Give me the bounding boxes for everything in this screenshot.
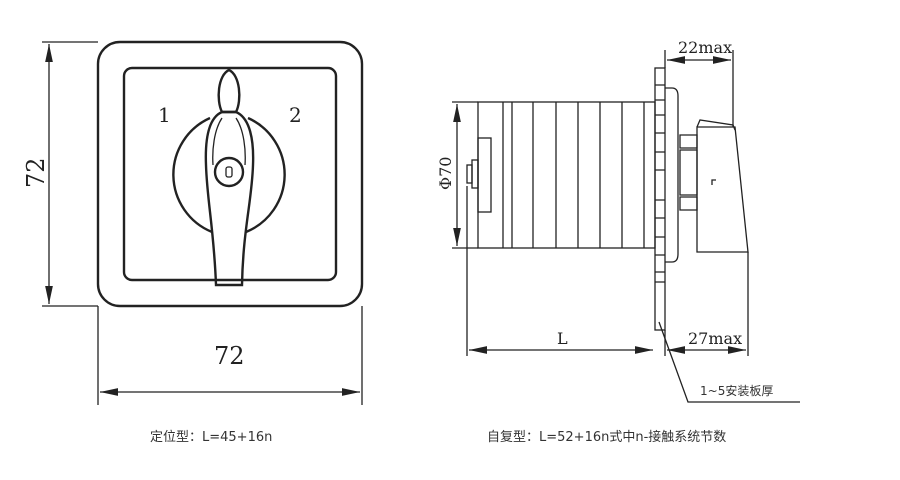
lock-ring (213, 156, 245, 188)
dial-disc (172, 116, 286, 234)
keyhole-icon (225, 166, 233, 178)
panel-flange (654, 67, 666, 331)
width-dim-label: 72 (214, 342, 245, 370)
contact-stack (477, 101, 656, 249)
handle (204, 110, 255, 287)
handle-tip (217, 68, 241, 114)
panel-leader-line (658, 321, 800, 403)
inner-plate (122, 66, 338, 282)
side-caption: 自复型：L=52+16n式中n-接触系统节数 (487, 430, 727, 445)
height-dim-label: 72 (22, 157, 50, 188)
front-caption: 定位型：L=45+16n (150, 430, 273, 445)
panel-thickness-note: 1~5安装板厚 (700, 383, 773, 398)
front-view: 1 2 72 72 (22, 40, 364, 405)
front-depth-label: 22max (678, 38, 732, 57)
outer-bezel (96, 40, 364, 308)
length-dim-label: L (557, 329, 568, 348)
position-1-label: 1 (158, 103, 171, 127)
rear-depth-label: 27max (688, 329, 742, 348)
side-view: Φ70 L 27max 22max 1~5安装板厚 (436, 38, 800, 403)
position-2-label: 2 (289, 103, 302, 127)
diameter-dim-label: Φ70 (436, 157, 455, 190)
